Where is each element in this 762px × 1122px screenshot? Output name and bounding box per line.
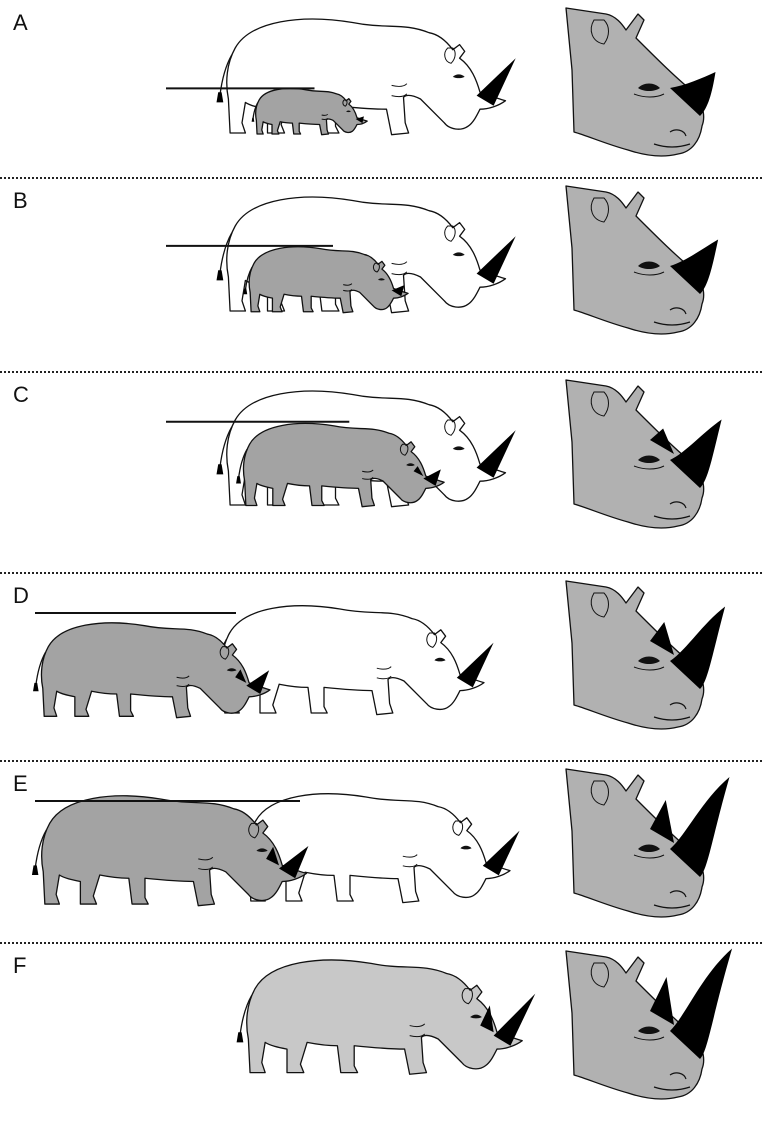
mother-rhino-front-horn [457,643,494,688]
panel-label: D [13,583,29,608]
panel-label: B [13,188,28,213]
head-profile [566,769,730,917]
adult-rhino [237,960,536,1074]
panel-e: E [13,769,730,917]
head-profile [566,581,725,729]
panel-label: C [13,382,29,407]
mother-rhino-front-horn [477,58,516,106]
head-profile [566,8,716,156]
mother-rhino-front-horn [477,236,516,284]
panel-label: E [13,771,28,796]
panel-d: D [13,581,725,729]
panel-a: A [13,8,716,156]
head-profile [566,380,722,528]
mother-rhino [212,606,494,715]
panel-label: F [13,953,26,978]
mother-rhino-front-horn [477,430,516,478]
panel-c: C [13,380,722,528]
panel-label: A [13,10,28,35]
head-profile [566,949,732,1100]
mother-rhino-front-horn [483,831,520,876]
panel-f: F [13,949,732,1100]
head-profile [566,186,718,334]
panel-b: B [13,186,718,334]
